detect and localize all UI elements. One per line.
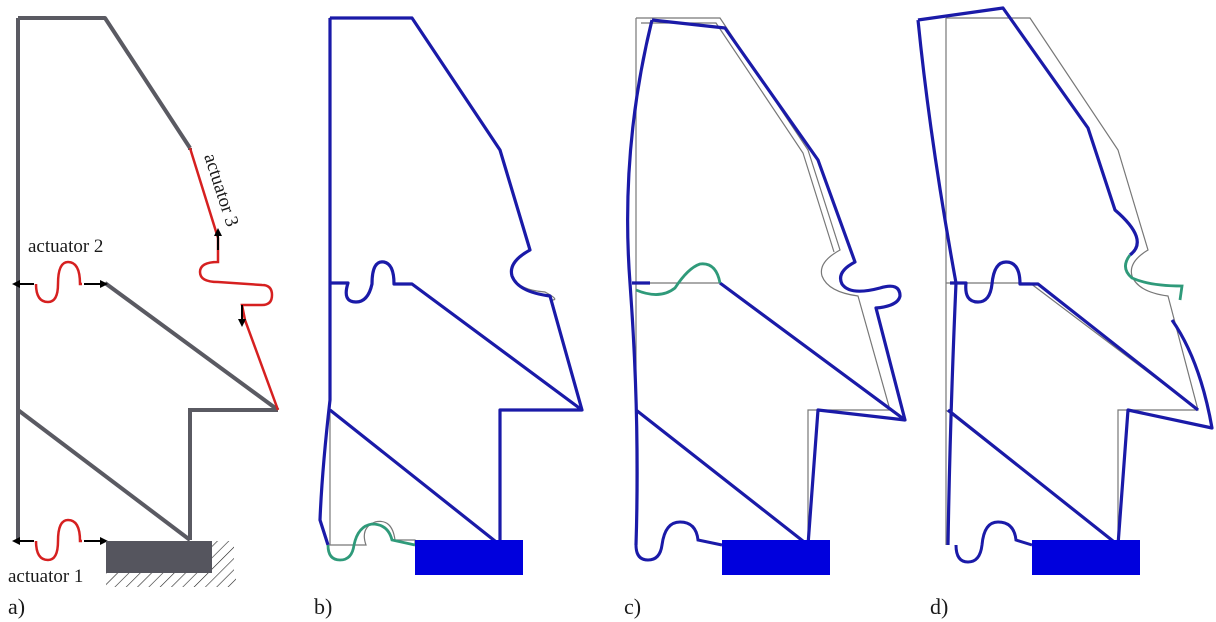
panel-a-actuator-3	[188, 147, 280, 411]
panel-c-flexure-green	[635, 262, 722, 296]
panel-a-label: a)	[8, 594, 25, 619]
panel-a-diagonal-lower	[16, 408, 192, 542]
actuator-1-label: actuator 1	[8, 566, 83, 587]
panel-d-label: d)	[930, 594, 948, 619]
panel-a-ground-hatch	[106, 573, 236, 587]
panel-c-label: c)	[624, 594, 641, 619]
panel-c-actuator-1-loop	[634, 520, 723, 562]
panel-a-ground-hatch-side	[212, 541, 234, 573]
panel-b-deformed-outline	[318, 16, 584, 547]
panel-d-actuator-1-loop	[954, 520, 1033, 564]
panel-c-undeformed-outline	[635, 17, 891, 546]
actuator-3-label: actuator 3	[199, 151, 242, 229]
panel-a-frame	[16, 16, 192, 540]
panel-a-actuator-2	[34, 260, 82, 304]
panel-b-undeformed-outline	[329, 17, 583, 546]
panel-d-undeformed-outline	[945, 17, 1199, 546]
panel-b: b)	[314, 16, 584, 619]
panel-d: d)	[916, 6, 1214, 619]
panel-d-flexure-green	[1124, 254, 1184, 301]
panel-b-ground-block	[415, 540, 523, 575]
panel-a-diagonal-upper	[103, 281, 280, 412]
panel-b-label: b)	[314, 594, 332, 619]
panel-b-flexure-green	[326, 522, 416, 562]
actuator-2-label: actuator 2	[28, 236, 103, 257]
panel-a-ground-block	[106, 541, 212, 573]
panel-c-ground-block	[722, 540, 830, 575]
panel-d-ground-block	[1032, 540, 1140, 575]
panel-a-step	[188, 408, 278, 540]
panel-a: actuator 2 actuator 1 actuator 3 a)	[8, 16, 280, 619]
panel-a-actuator-1	[34, 518, 82, 562]
panel-c-deformed-outline	[626, 18, 907, 547]
panel-d-deformed-outline	[916, 6, 1214, 547]
panel-c: c)	[624, 17, 907, 619]
